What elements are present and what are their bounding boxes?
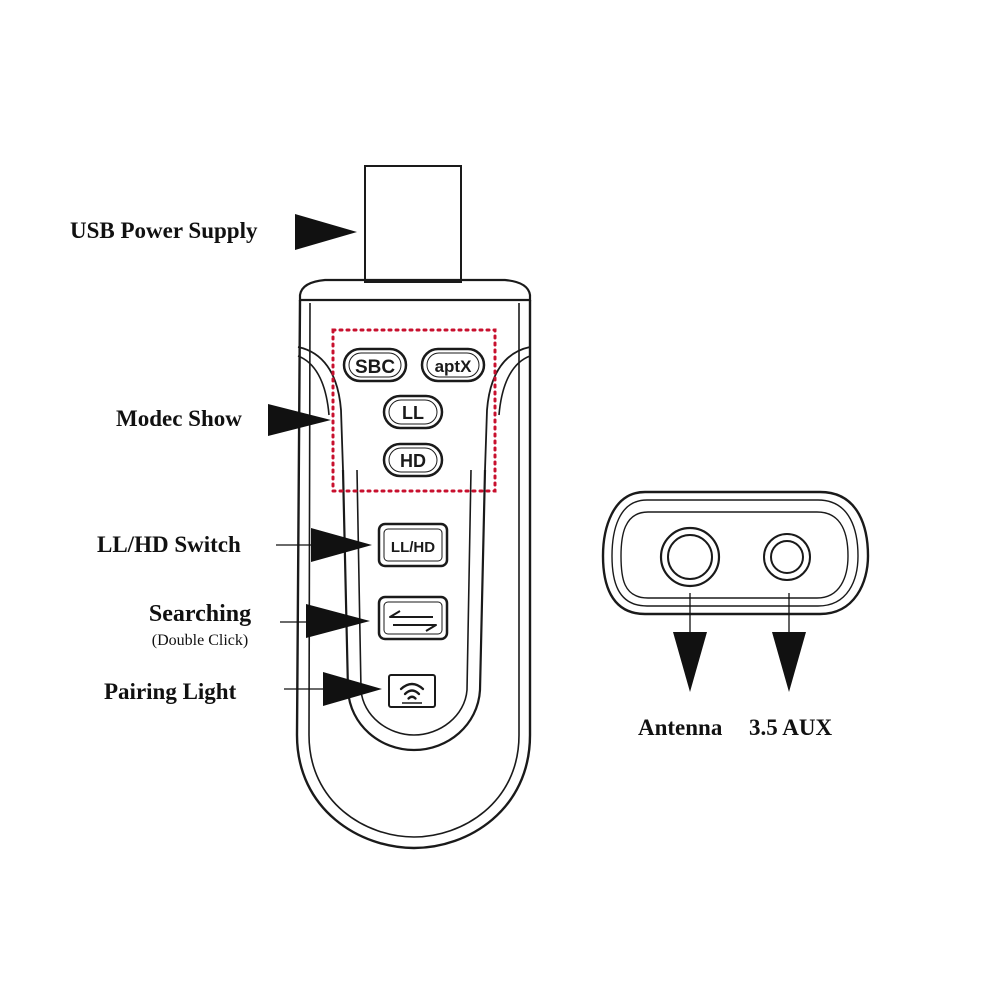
pointer-arrow — [323, 672, 382, 706]
swap-arrows-icon — [389, 610, 437, 632]
searching-button[interactable] — [377, 595, 449, 641]
indicator-sbc: SBC — [342, 347, 408, 383]
indicator-hd: HD — [382, 442, 444, 478]
usb-connector — [364, 165, 462, 283]
pairing-light — [388, 674, 436, 708]
ll-hd-switch-button[interactable]: LL/HD — [377, 522, 449, 568]
callout-pairing-light: Pairing Light — [104, 672, 382, 706]
indicator-ll: LL — [382, 394, 444, 430]
pointer-arrow — [311, 528, 372, 562]
aux-pointer-arrow — [772, 632, 806, 692]
callout-ll-hd-switch-label: LL/HD Switch — [97, 532, 241, 557]
indicator-aptx-label: aptX — [435, 357, 473, 376]
antenna-port — [659, 526, 721, 588]
pointer-arrow — [306, 604, 370, 638]
wifi-signal-icon — [399, 682, 425, 700]
ll-hd-switch-button-label: LL/HD — [391, 539, 435, 556]
indicator-hd-label: HD — [400, 451, 426, 471]
pointer-arrow — [295, 214, 357, 250]
callout-antenna-label: Antenna — [638, 715, 723, 740]
mode-highlight-area — [331, 328, 497, 493]
indicator-sbc-label: SBC — [355, 357, 395, 378]
callout-pairing-light-label: Pairing Light — [104, 679, 237, 704]
callout-modec-show-label: Modec Show — [116, 406, 242, 431]
callout-searching-hint: (Double Click) — [152, 632, 248, 649]
antenna-pointer-arrow — [673, 632, 707, 692]
callout-searching-label: Searching — [149, 601, 251, 627]
device-body — [295, 278, 532, 850]
callout-usb-power-label: USB Power Supply — [70, 218, 258, 243]
aux-port — [763, 533, 811, 581]
callout-ll-hd-switch: LL/HD Switch — [97, 528, 372, 562]
callout-usb-power: USB Power Supply — [70, 214, 357, 250]
device-end-view: Antenna 3.5 AUX — [601, 490, 870, 740]
callout-searching: Searching (Double Click) — [149, 601, 370, 649]
callout-aux-label: 3.5 AUX — [749, 715, 832, 740]
callout-modec-show: Modec Show — [116, 404, 331, 436]
pointer-arrow — [268, 404, 331, 436]
indicator-aptx: aptX — [420, 347, 486, 383]
indicator-ll-label: LL — [402, 403, 424, 423]
